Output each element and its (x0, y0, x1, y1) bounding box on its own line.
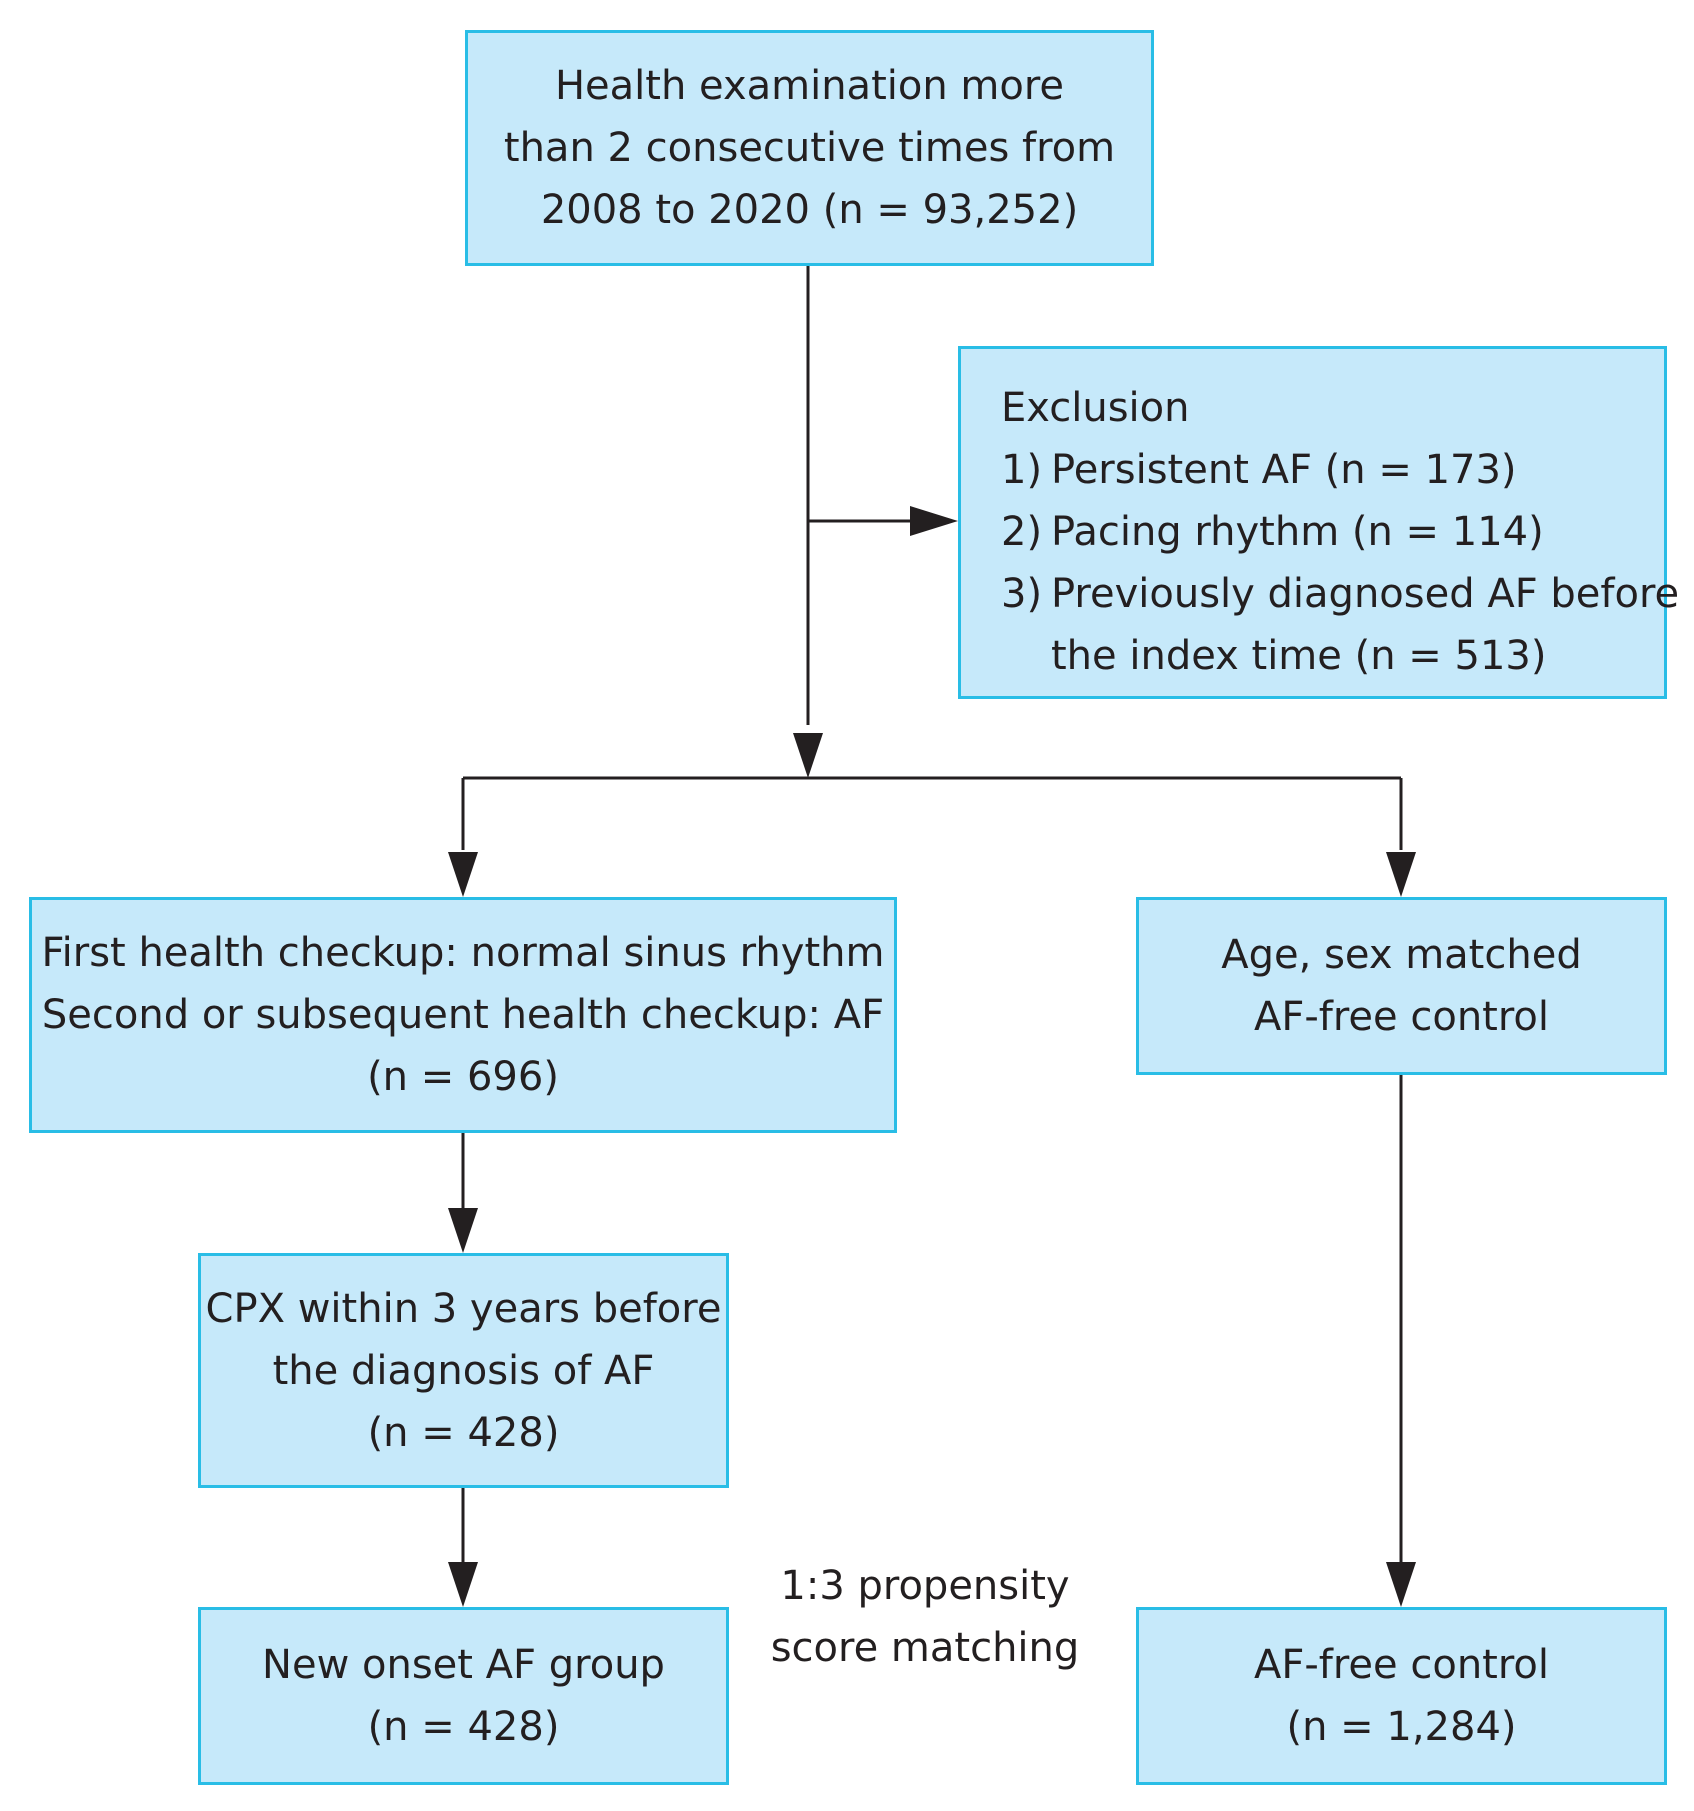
exclusion-item-3-continuation: the index time (n = 513) (1051, 633, 1547, 679)
cpx-line-3: (n = 428) (367, 1409, 560, 1456)
arrowhead-exclusion (910, 506, 958, 536)
annotation-line-2: score matching (770, 1625, 1080, 1671)
cpx-line-1: CPX within 3 years before (205, 1285, 722, 1332)
start-line-1: Health examination more (554, 63, 1065, 109)
exclusion-title: Exclusion (1001, 385, 1190, 431)
arrowhead-af-free (1386, 1562, 1416, 1607)
af-checkup-line-2: Second or subsequent health checkup: AF (41, 992, 885, 1038)
matched-control-line-1: Age, sex matched (1221, 932, 1582, 978)
propensity-matching-annotation: 1:3 propensity score matching (760, 1555, 1090, 1679)
exclusion-item-3-num: 3) (1001, 571, 1043, 617)
arrowhead-new-onset (448, 1562, 478, 1607)
exclusion-item-2-text: Pacing rhythm (n = 114) (1051, 509, 1544, 555)
arrowhead-left (448, 852, 478, 897)
af-checkup-line-1: First health checkup: normal sinus rhyth… (41, 930, 885, 976)
start-line-2: than 2 consecutive times from (503, 125, 1116, 171)
cpx-node: CPX within 3 years before the diagnosis … (198, 1253, 729, 1488)
af-free-node: AF-free control (n = 1,284) (1136, 1607, 1667, 1785)
matched-control-line-2: AF-free control (1253, 994, 1550, 1040)
exclusion-item-2-num: 2) (1001, 509, 1043, 555)
exclusion-node: Exclusion 1) Persistent AF (n = 173) 2) … (958, 346, 1679, 699)
af-free-line-1: AF-free control (1253, 1642, 1550, 1688)
new-onset-node: New onset AF group (n = 428) (198, 1607, 729, 1785)
new-onset-line-2: (n = 428) (367, 1704, 560, 1750)
exclusion-item-3: 3) Previously diagnosed AF before (1001, 563, 1679, 625)
annotation-line-1: 1:3 propensity (780, 1563, 1070, 1609)
af-checkup-node: First health checkup: normal sinus rhyth… (29, 897, 897, 1133)
exclusion-item-3-text: Previously diagnosed AF before (1051, 571, 1680, 617)
start-line-3: 2008 to 2020 (n = 93,252) (540, 187, 1079, 233)
matched-control-node: Age, sex matched AF-free control (1136, 897, 1667, 1075)
cpx-line-2: the diagnosis of AF (272, 1347, 655, 1394)
arrowhead-split (793, 733, 823, 778)
arrowhead-cpx (448, 1208, 478, 1253)
arrowhead-right (1386, 852, 1416, 897)
exclusion-item-1-num: 1) (1001, 447, 1043, 493)
af-checkup-line-3: (n = 696) (367, 1054, 559, 1100)
exclusion-item-1-text: Persistent AF (n = 173) (1051, 447, 1517, 493)
exclusion-item-2: 2) Pacing rhythm (n = 114) (1001, 501, 1544, 563)
new-onset-line-1: New onset AF group (262, 1642, 665, 1688)
start-node: Health examination more than 2 consecuti… (465, 30, 1154, 266)
af-free-line-2: (n = 1,284) (1286, 1704, 1517, 1750)
exclusion-item-1: 1) Persistent AF (n = 173) (1001, 439, 1517, 501)
